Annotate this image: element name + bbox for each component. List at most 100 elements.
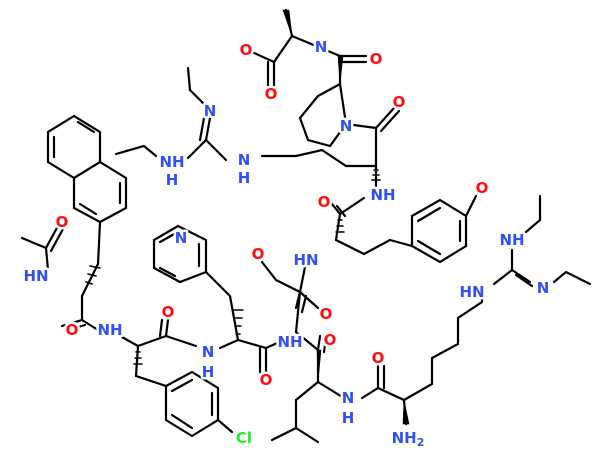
wedge-bond [337,55,344,85]
nitrogen-atom: N [315,38,328,56]
oxygen-atom: O [318,193,331,211]
bond [402,300,484,402]
oxygen-atom: O [260,371,273,389]
bond [158,318,164,338]
bond [316,334,322,352]
nitrogen-atom: HN [23,267,48,285]
bond [198,116,206,142]
bond [170,378,194,393]
naphthalene-ring-b [46,114,102,180]
bond [204,270,232,298]
bond [290,34,318,48]
bond [80,318,100,332]
bond [20,236,48,250]
bond [204,116,212,142]
bond [360,386,380,400]
bond [314,44,342,58]
bond [298,82,348,148]
bond [204,138,228,162]
bond [510,268,532,284]
bond [294,290,302,334]
bond [134,374,168,388]
bond [524,194,542,234]
oxygen-atom: O [476,179,489,197]
nitrogen-atom: HN [459,283,484,301]
chlorophenyl-ring [164,370,220,438]
amine-atom: NH2 [392,429,425,449]
bond [186,138,208,160]
bond [118,334,140,348]
nitrogen-atom: N [202,343,215,361]
nitrogen-atom: NH [370,186,395,204]
nitrogen-atom: H [202,363,215,381]
nitrogen-atom: H [238,169,251,187]
pyridine-ring [152,224,208,284]
bond [322,336,328,354]
bond [60,318,84,328]
bond [186,66,206,106]
bond [96,220,102,266]
oxygen-atom: O [240,41,253,59]
bond [49,227,65,253]
bond [338,196,366,216]
bond [552,270,592,286]
nitrogen-atom: N [340,117,353,135]
hashed-bond [133,351,143,365]
bond [492,268,514,286]
wedge-bond [402,399,410,425]
oxygen-atom: O [66,321,79,339]
bond [63,323,87,333]
bond [136,334,168,348]
hashed-bond [335,219,345,233]
bond [376,386,406,402]
wedge-bond [316,349,322,383]
bond [334,212,342,242]
bond [379,109,401,133]
nitrogen-atom: NH [499,231,524,249]
nitrogen-atom: H [166,171,179,189]
bond [260,148,378,168]
bond [250,50,276,64]
bond [270,426,298,442]
bond [464,194,478,218]
bond [388,238,414,248]
oxygen-atom: O [370,50,383,68]
bond [274,278,302,294]
oxygen-atom: O [393,93,406,111]
bond [416,239,442,256]
nitrogen-atom: N [204,102,217,120]
nitrogen-atom: N [342,389,355,407]
bond [294,380,320,402]
oxygen-atom: O [162,303,175,321]
bond [316,380,346,400]
nitrogen-atom: NH [277,333,302,351]
bond [164,318,170,338]
bond [416,206,442,223]
bond [514,273,534,288]
nitrogen-atom: N [537,279,550,297]
bond [158,266,177,278]
bond [374,106,396,130]
bond [294,330,320,352]
bond [170,413,194,430]
nitrogen-atom: NH [97,321,122,339]
atom-label-layer: O O O O O O O O O O O O O O N N N NH H N… [21,36,552,452]
bond [272,34,294,64]
bond [216,418,234,434]
hashed-bond [85,265,101,285]
hashed-bond [232,309,244,335]
hashed-bond [371,169,381,181]
bond [335,204,347,218]
bond [158,231,178,244]
bond [114,144,158,158]
bond [300,294,308,314]
nitrogen-atom: NH [159,153,184,171]
nitrogen-atom: HN [293,251,318,269]
bond [78,202,98,216]
stereo-bond-layer [85,9,410,425]
bond [260,260,278,282]
oxygen-atom: O [56,213,69,231]
wedge-bond [282,9,293,37]
bond [330,202,342,216]
